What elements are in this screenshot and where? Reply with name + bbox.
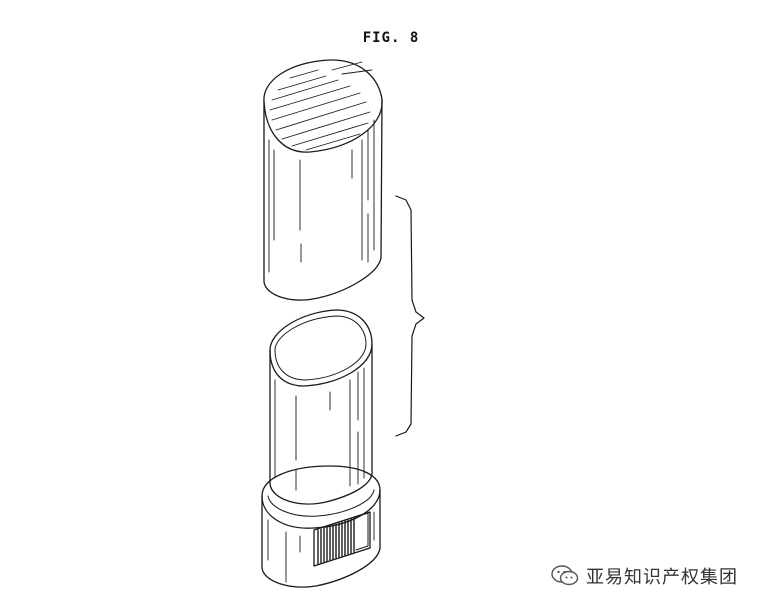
- stick-shading: [274, 367, 365, 491]
- twist-window: [313, 511, 371, 567]
- watermark: 亚易知识产权集团: [550, 563, 738, 589]
- base-collar-inner: [267, 489, 375, 517]
- stick-column-outline: [269, 343, 373, 485]
- base-shading: [267, 511, 375, 583]
- stick-top-dome-inner: [274, 315, 367, 381]
- twist-wheel-ridges: [317, 517, 355, 565]
- stick-top-dome: [269, 309, 373, 387]
- stick-body: [261, 309, 381, 588]
- cap-shading: [268, 119, 375, 273]
- wechat-icon: [551, 565, 579, 586]
- twist-window-recess: [355, 512, 369, 551]
- stick-column-bottom: [269, 473, 373, 505]
- cap-top-hatching: [269, 61, 373, 151]
- assembly-bracket: [395, 195, 425, 437]
- base-outline: [261, 489, 381, 588]
- figure-title: FIG. 8: [362, 30, 420, 46]
- watermark-text: 亚易知识产权集团: [586, 567, 738, 588]
- cap: [263, 59, 383, 301]
- cap-body-outline: [263, 99, 383, 301]
